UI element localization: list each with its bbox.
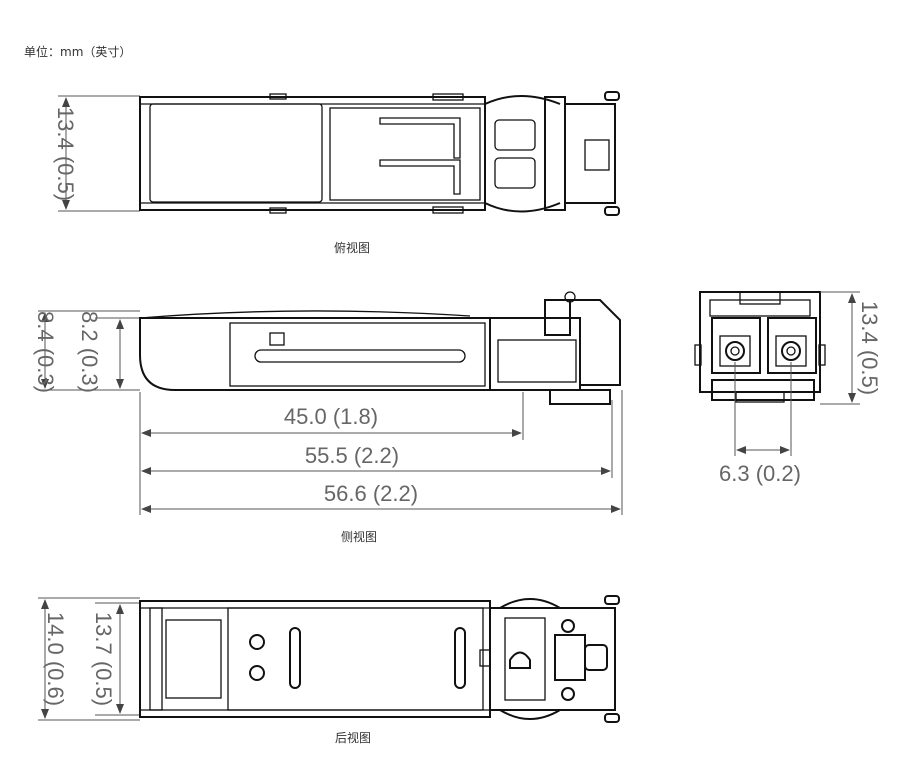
side-length-1-dim: 45.0 (1.8) (284, 404, 378, 429)
rear-view-label: 后视图 (335, 730, 371, 745)
top-view: 13.4 (0.5) (53, 91, 620, 216)
top-view-label: 俯视图 (334, 240, 370, 255)
side-height-outer-dim: 8.4 (0.3) (33, 311, 58, 393)
top-height-dim: 13.4 (0.5) (53, 107, 78, 201)
front-view: 13.4 (0.5) 6.3 (0.2) (694, 291, 882, 486)
rear-height-outer-dim: 14.0 (0.6) (43, 612, 68, 706)
front-width-dim: 6.3 (0.2) (719, 461, 801, 486)
rear-height-inner-dim: 13.7 (0.5) (91, 612, 116, 706)
front-height-dim: 13.4 (0.5) (857, 301, 882, 395)
side-view-label: 侧视图 (341, 529, 377, 544)
rear-view: 14.0 (0.6) 13.7 (0.5) (38, 595, 620, 723)
side-length-3-dim: 56.6 (2.2) (324, 481, 418, 506)
side-view: 8.4 (0.3) 8.2 (0.3) 45.0 (1.8) 55.5 (2.2… (33, 291, 623, 515)
side-height-inner-dim: 8.2 (0.3) (77, 311, 102, 393)
side-length-2-dim: 55.5 (2.2) (305, 443, 399, 468)
unit-note: 单位：mm（英寸） (24, 45, 132, 59)
